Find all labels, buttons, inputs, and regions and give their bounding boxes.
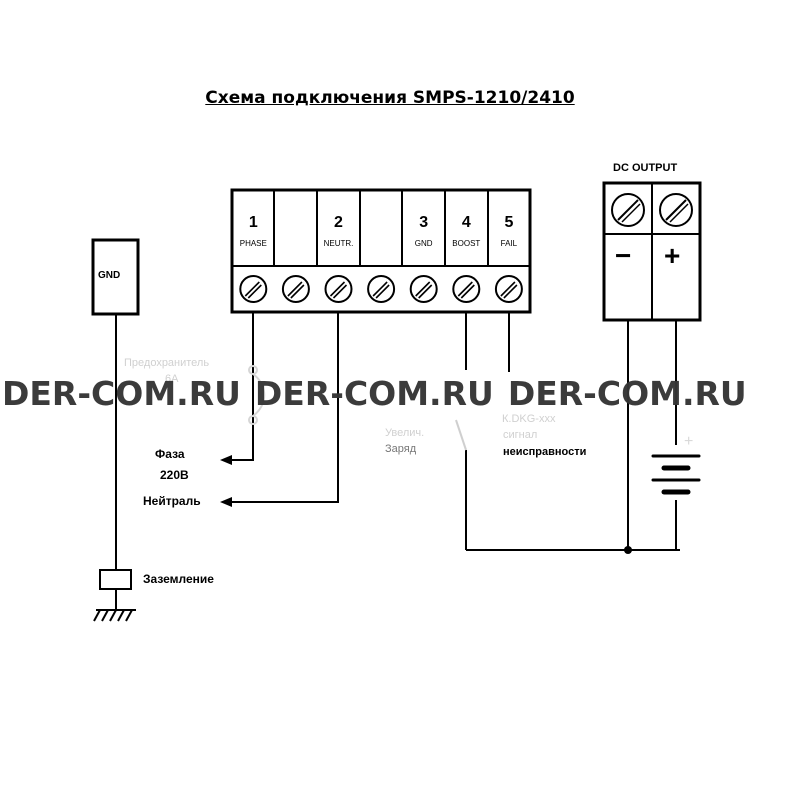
terminal-screw-icon <box>367 275 396 303</box>
neutral-arrow-icon <box>220 497 232 507</box>
phase-arrow-icon <box>220 455 232 465</box>
fuse-symbol <box>248 365 266 425</box>
dc-minus-label: − <box>615 240 632 271</box>
phase-wire <box>232 312 254 461</box>
boost-switch <box>455 419 467 451</box>
page-title: Схема подключения SMPS-1210/2410 <box>205 88 575 108</box>
boost-label-2: Заряд <box>385 443 417 455</box>
dc-output-label: DC OUTPUT <box>613 162 678 174</box>
terminal-number: 2 <box>334 214 343 231</box>
terminal-name: GND <box>414 239 433 248</box>
ground-symbol <box>93 609 136 622</box>
battery-plus-mark: + <box>684 433 693 450</box>
fuse-label-2: 6А <box>165 373 179 385</box>
terminal-number: 5 <box>504 214 514 231</box>
terminal-screw-icon <box>409 275 438 303</box>
dc-screw-minus <box>611 193 645 227</box>
terminal-name: PHASE <box>239 239 267 248</box>
terminal-block <box>230 188 532 314</box>
terminal-screw-icon <box>324 275 353 303</box>
gnd-box-label: GND <box>98 270 121 281</box>
ground-terminal <box>99 569 132 590</box>
terminal-name: FAIL <box>500 239 518 248</box>
terminal-number: 3 <box>419 214 429 231</box>
terminal-number: 1 <box>248 214 258 231</box>
terminal-name: BOOST <box>452 239 481 248</box>
fuse-label-1: Предохранитель <box>124 357 210 369</box>
watermark-text: DER-COM.RU <box>2 374 241 413</box>
terminal-screw-icon <box>281 275 310 303</box>
fail-label-2: сигнал <box>503 429 538 441</box>
phase-label: Фаза <box>155 447 185 461</box>
terminal-number: 4 <box>461 214 471 231</box>
terminal-screw-icon <box>239 275 268 303</box>
junction-dot <box>624 546 632 554</box>
ground-label: Заземление <box>143 572 214 586</box>
watermark-text: DER-COM.RU <box>254 374 494 413</box>
watermark: DER-COM.RU DER-COM.RU DER-COM.RU <box>2 374 761 413</box>
battery-icon <box>651 454 701 495</box>
terminal-name: NEUTR. <box>323 239 354 248</box>
dc-screw-plus <box>659 193 693 227</box>
terminal-screws <box>239 275 523 303</box>
neutral-label: Нейтраль <box>143 494 201 508</box>
dc-plus-label: + <box>664 240 681 271</box>
boost-label-1: Увелич. <box>385 427 425 439</box>
watermark-text: DER-COM.RU <box>507 374 747 413</box>
terminal-screw-icon <box>452 275 481 303</box>
fail-label-1: К.DKG-xxx <box>502 413 556 425</box>
neutral-wire <box>232 312 339 503</box>
terminal-screw-icon <box>494 275 523 303</box>
voltage-label: 220В <box>160 468 189 482</box>
fail-label-3: неисправности <box>503 446 587 458</box>
